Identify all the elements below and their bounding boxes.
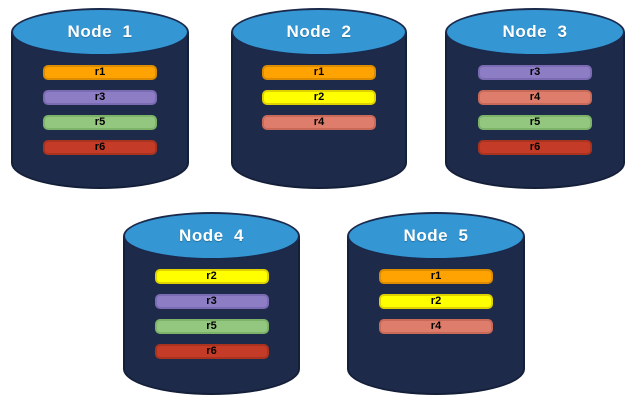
replica-bar-r6: r6 [43, 140, 157, 155]
replica-bar-r1: r1 [262, 65, 376, 80]
replica-bar-r3: r3 [43, 90, 157, 105]
node-1-replica-list: r1 r3 r5 r6 [11, 65, 189, 155]
replica-label-r2: r2 [313, 91, 325, 103]
node-3-replica-list: r3 r4 r5 r6 [445, 65, 625, 155]
replica-label-r3: r3 [94, 91, 106, 103]
replica-label-r5: r5 [529, 116, 541, 128]
replica-label-r1: r1 [313, 66, 325, 78]
node-2: Node 2 r1 r2 r4 [231, 8, 407, 189]
node-3-cylinder-top: Node 3 [445, 8, 625, 56]
node-3-cylinder-body [445, 32, 625, 189]
node-5-cylinder-body [347, 236, 525, 395]
replica-bar-r2: r2 [154, 269, 269, 284]
node-1-cylinder-body [11, 32, 189, 189]
node-1-cylinder-top: Node 1 [11, 8, 189, 56]
replica-label-r2: r2 [430, 295, 442, 307]
node-2-label: Node 2 [286, 22, 352, 41]
replica-label-r4: r4 [529, 91, 541, 103]
replica-bar-r4: r4 [478, 90, 592, 105]
node-2-cylinder-body [231, 32, 407, 189]
node-3: Node 3 r3 r4 r5 r6 [445, 8, 625, 189]
node-4-cylinder-body [123, 236, 300, 395]
node-4-label: Node 4 [179, 226, 244, 245]
node-1-label: Node 1 [67, 22, 133, 41]
replica-label-r2: r2 [206, 270, 217, 282]
replica-bar-r5: r5 [154, 319, 269, 334]
node-5-cylinder-top: Node 5 [347, 212, 525, 260]
replica-bar-r6: r6 [154, 344, 269, 359]
node-5-label: Node 5 [403, 226, 469, 245]
replica-bar-r1: r1 [379, 269, 493, 284]
replica-label-r3: r3 [529, 66, 541, 78]
node-2-replica-list: r1 r2 r4 [231, 65, 407, 130]
replica-bar-r5: r5 [478, 115, 592, 130]
replica-bar-r4: r4 [262, 115, 376, 130]
node-4-replica-list: r2 r3 r5 r6 [123, 269, 300, 359]
node-2-cylinder-top: Node 2 [231, 8, 407, 56]
replica-label-r3: r3 [206, 295, 217, 307]
node-5: Node 5 r1 r2 r4 [347, 212, 525, 395]
replica-bar-r1: r1 [43, 65, 157, 80]
replica-label-r6: r6 [206, 345, 217, 357]
replica-bar-r4: r4 [379, 319, 493, 334]
node-5-replica-list: r1 r2 r4 [347, 269, 525, 334]
node-4: Node 4 r2 r3 r5 r6 [123, 212, 300, 395]
replica-bar-r3: r3 [478, 65, 592, 80]
replica-label-r5: r5 [94, 116, 106, 128]
node-1: Node 1 r1 r3 r5 r6 [11, 8, 189, 189]
node-4-cylinder-top: Node 4 [123, 212, 300, 260]
replica-bar-r6: r6 [478, 140, 592, 155]
replica-bar-r2: r2 [262, 90, 376, 105]
replica-label-r6: r6 [94, 141, 106, 153]
replica-label-r4: r4 [430, 320, 442, 332]
replica-label-r6: r6 [529, 141, 541, 153]
replica-bar-r5: r5 [43, 115, 157, 130]
replica-label-r1: r1 [430, 270, 442, 282]
replica-label-r1: r1 [94, 66, 106, 78]
replica-label-r4: r4 [313, 116, 325, 128]
replica-bar-r3: r3 [154, 294, 269, 309]
replica-bar-r2: r2 [379, 294, 493, 309]
replica-label-r5: r5 [206, 320, 217, 332]
node-3-label: Node 3 [502, 22, 568, 41]
